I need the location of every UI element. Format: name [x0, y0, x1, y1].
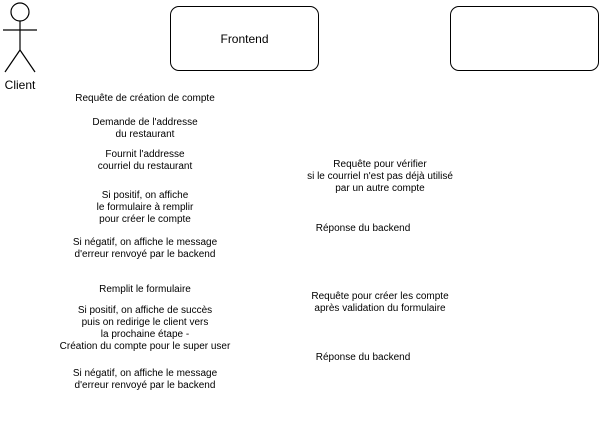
- message-backend-response-2: Réponse du backend: [315, 352, 411, 363]
- message-ask-restaurant-address: Demande de l'addresse du restaurant: [92, 117, 198, 140]
- client-actor-label: Client: [4, 78, 36, 92]
- message-positive-success-redirect: Si positif, on affiche de succès puis on…: [59, 305, 231, 352]
- message-provide-restaurant-email: Fournit l'addresse courriel du restauran…: [97, 149, 193, 172]
- message-verify-email-request: Requête pour vérifier si le courriel n'e…: [307, 159, 453, 194]
- message-negative-show-error-2: Si négatif, on affiche le message d'erre…: [72, 368, 218, 391]
- message-negative-show-error-1: Si négatif, on affiche le message d'erre…: [72, 237, 218, 260]
- message-positive-show-form: Si positif, on affiche le formulaire à r…: [96, 190, 194, 225]
- message-backend-response-1: Réponse du backend: [315, 223, 411, 234]
- message-fill-form: Remplit le formulaire: [99, 284, 191, 295]
- frontend-box: Frontend: [170, 6, 319, 71]
- frontend-label: Frontend: [220, 31, 269, 46]
- message-create-account-request: Requête de création de compte: [75, 93, 215, 104]
- message-create-account-after-validation: Requête pour créer les compte après vali…: [311, 291, 449, 314]
- backend-box: [450, 6, 599, 71]
- stick-figure-icon: [3, 2, 37, 73]
